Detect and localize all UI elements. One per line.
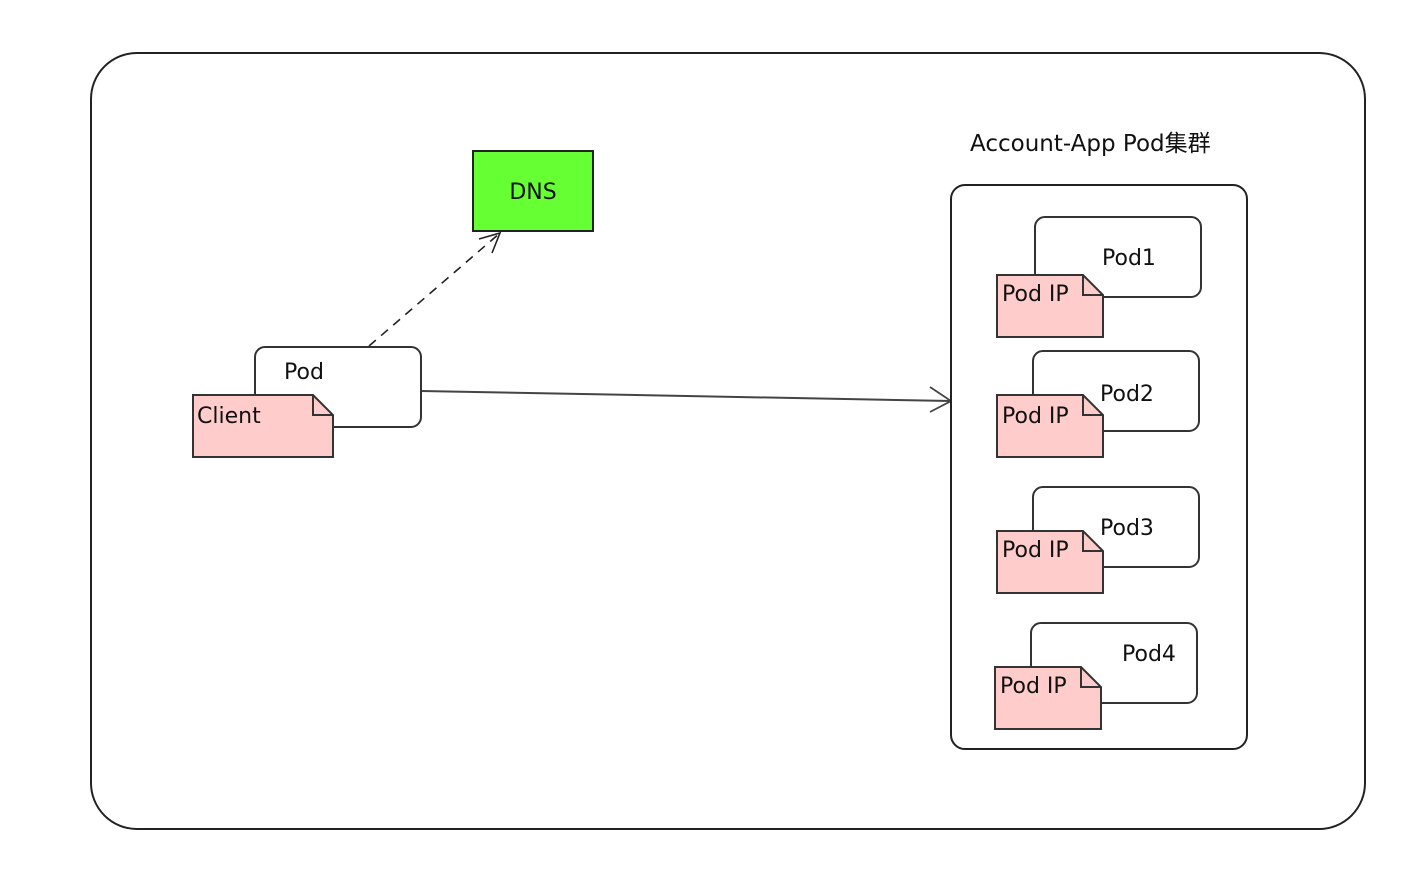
pod-4-note-fold: [1080, 667, 1101, 688]
pod-3-note: Pod IP: [996, 530, 1104, 594]
cluster-pod-4[interactable]: Pod4 Pod IP: [994, 622, 1198, 730]
pod-1-note-label: Pod IP: [1002, 282, 1069, 307]
pod-1-label: Pod1: [1102, 246, 1156, 271]
pod-2-note: Pod IP: [996, 394, 1104, 458]
pod-4-note-shape: [994, 666, 1102, 730]
pod-2-label: Pod2: [1100, 382, 1154, 407]
dns-node[interactable]: DNS: [472, 150, 594, 232]
client-note-label: Client: [197, 404, 261, 429]
cluster-pod-1[interactable]: Pod1 Pod IP: [996, 216, 1202, 338]
dns-box: [472, 150, 594, 232]
cluster-title: Account-App Pod集群: [970, 131, 1211, 157]
pod-3-note-label: Pod IP: [1002, 538, 1069, 563]
pod-2-note-shape: [996, 394, 1104, 458]
client-note-fold: [312, 395, 333, 416]
pod-1-note-fold: [1082, 275, 1103, 296]
pod-3-note-fold: [1082, 531, 1103, 552]
pod-1-note-shape: [996, 274, 1104, 338]
connector-pod-to-dns: [368, 231, 502, 347]
pod-1-note: Pod IP: [996, 274, 1104, 338]
pod-4-label: Pod4: [1122, 642, 1176, 667]
pod-3-label: Pod3: [1100, 516, 1154, 541]
client-pod-label: Pod: [284, 360, 324, 385]
dns-label: DNS: [509, 180, 556, 205]
pod-3-note-shape: [996, 530, 1104, 594]
dns-arrowhead: [478, 231, 502, 254]
pod-2-note-label: Pod IP: [1002, 404, 1069, 429]
client-pod[interactable]: Pod Client: [192, 346, 422, 458]
client-note-shape: [192, 394, 334, 458]
pod-2-note-fold: [1082, 395, 1103, 416]
client-note: Client: [192, 394, 334, 458]
cluster-pod-2[interactable]: Pod2 Pod IP: [996, 350, 1200, 458]
pod-4-note-label: Pod IP: [1000, 674, 1067, 699]
pod-4-note: Pod IP: [994, 666, 1102, 730]
cluster-pod-3[interactable]: Pod3 Pod IP: [996, 486, 1200, 594]
